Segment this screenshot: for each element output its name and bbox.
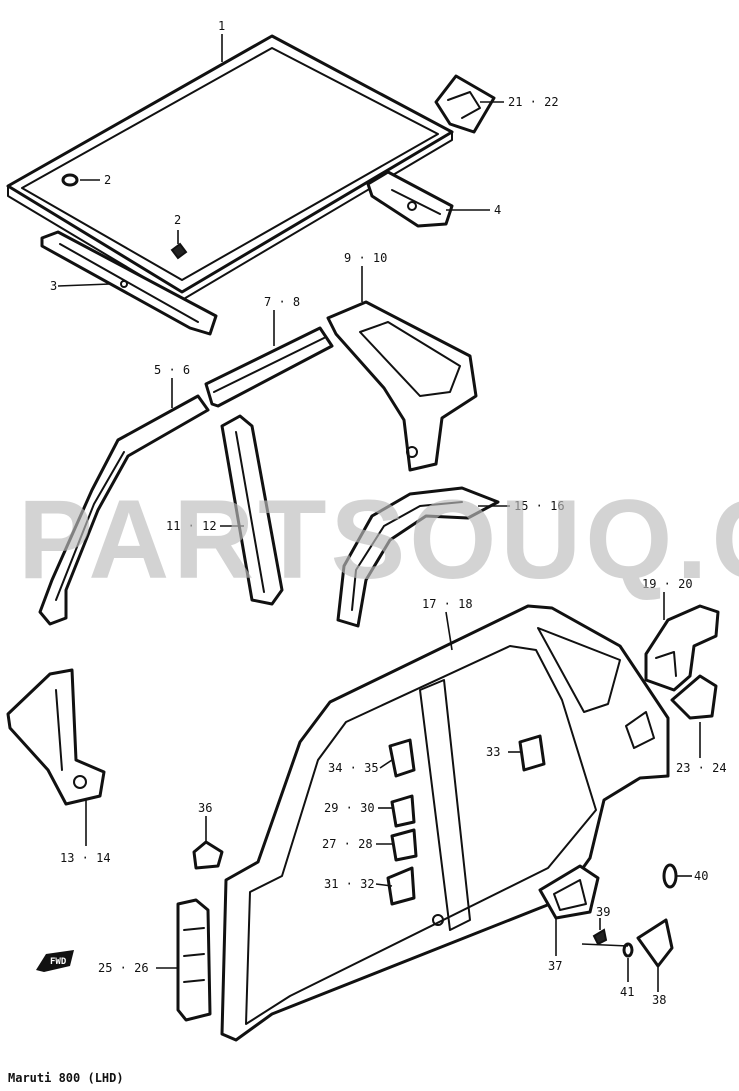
forward-arrow-icon: FWD	[36, 950, 74, 972]
rear-wheel-house[interactable]	[336, 486, 500, 628]
callout-27-28: 27 · 28	[322, 837, 373, 851]
small-bracket-36[interactable]	[192, 840, 224, 870]
callout-37: 37	[548, 959, 562, 973]
leader-lines	[57, 34, 701, 992]
callout-labels: 1 2 2 3 4 5 · 6 7 · 8 9 · 10 11 · 12 13 …	[50, 19, 727, 1007]
rear-pillar-extension[interactable]	[644, 604, 720, 692]
forward-label: FWD	[50, 957, 67, 967]
center-pillar[interactable]	[220, 414, 284, 606]
diagram-caption: Maruti 800 (LHD)	[8, 1071, 124, 1085]
callout-2a: 2	[104, 173, 111, 187]
callout-7-8: 7 · 8	[264, 295, 300, 309]
callout-39: 39	[596, 905, 610, 919]
lower-pillar-reinforcement[interactable]	[176, 898, 212, 1022]
roof-side-rail[interactable]	[204, 326, 334, 408]
roof-clip[interactable]	[170, 242, 188, 260]
side-body-outer-panel[interactable]	[220, 604, 670, 1042]
screw-39[interactable]	[592, 928, 608, 946]
callout-25-26: 25 · 26	[98, 961, 149, 975]
callout-11-12: 11 · 12	[166, 519, 217, 533]
clip-41[interactable]	[622, 942, 634, 958]
reinforcement-plate-27[interactable]	[390, 828, 418, 862]
front-pillar-outer-lower[interactable]	[6, 668, 106, 806]
callout-15-16: 15 · 16	[514, 499, 565, 513]
callout-34-35: 34 · 35	[328, 761, 379, 775]
callout-29-30: 29 · 30	[324, 801, 375, 815]
callout-1: 1	[218, 19, 225, 33]
rear-roof-rail[interactable]	[366, 170, 454, 228]
callout-21-22: 21 · 22	[508, 95, 559, 109]
callout-2b: 2	[174, 213, 181, 227]
fuel-filler-lid[interactable]	[636, 918, 674, 968]
callout-9-10: 9 · 10	[344, 251, 387, 265]
reinforcement-plate-29[interactable]	[390, 794, 416, 828]
callout-3: 3	[50, 279, 57, 293]
roof-reinforcement-bracket[interactable]	[434, 74, 496, 134]
watermark: PARTSOUQ.COM	[18, 477, 739, 602]
reinforcement-plate-33[interactable]	[518, 734, 546, 772]
fuel-filler-housing[interactable]	[538, 864, 600, 920]
callout-36: 36	[198, 801, 212, 815]
body-plug-40[interactable]	[662, 863, 678, 889]
callout-31-32: 31 · 32	[324, 877, 375, 891]
roof-panel[interactable]	[6, 34, 454, 301]
callout-19-20: 19 · 20	[642, 577, 693, 591]
callout-38: 38	[652, 993, 666, 1007]
callout-17-18: 17 · 18	[422, 597, 473, 611]
rear-bracket[interactable]	[670, 674, 718, 720]
callout-23-24: 23 · 24	[676, 761, 727, 775]
callout-13-14: 13 · 14	[60, 851, 111, 865]
front-pillar-inner[interactable]	[38, 394, 210, 626]
callout-40: 40	[694, 869, 708, 883]
callout-4: 4	[494, 203, 501, 217]
reinforcement-plate-31[interactable]	[386, 866, 416, 906]
front-roof-rail[interactable]	[40, 230, 218, 336]
reinforcement-plate-34[interactable]	[388, 738, 416, 778]
callout-33: 33	[486, 745, 500, 759]
rear-quarter-inner-panel[interactable]	[326, 300, 478, 472]
roof-hole-plug[interactable]	[61, 173, 79, 187]
callout-41: 41	[620, 985, 634, 999]
callout-5-6: 5 · 6	[154, 363, 190, 377]
